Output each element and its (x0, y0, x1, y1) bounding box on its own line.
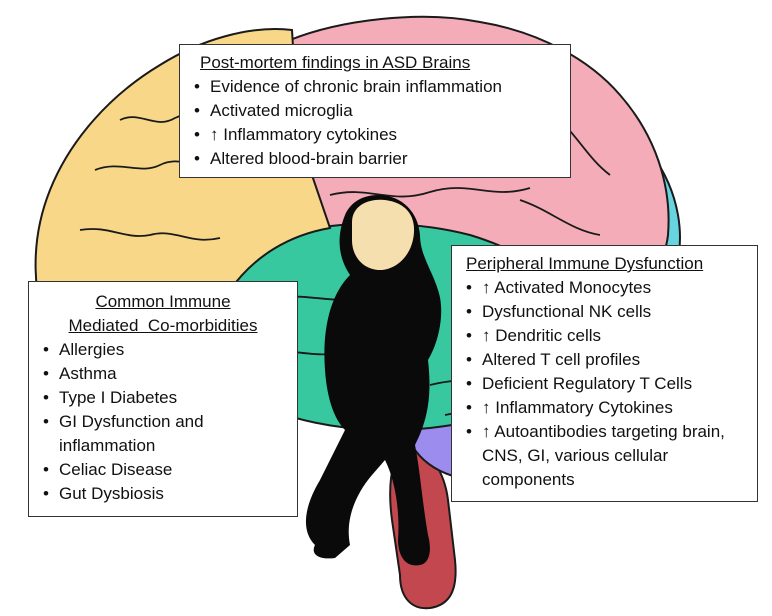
list-item: ↑ Dendritic cells (460, 324, 749, 348)
post-mortem-findings-list: Evidence of chronic brain inflammation A… (188, 75, 562, 171)
list-item: Type I Diabetes (37, 386, 289, 410)
list-item: ↑ Inflammatory Cytokines (460, 396, 749, 420)
comorbidities-title-line2: Mediated Co-morbidities (68, 316, 258, 335)
list-item: Altered blood-brain barrier (188, 147, 562, 171)
child-silhouette (305, 195, 442, 566)
list-item: Celiac Disease (37, 458, 289, 482)
peripheral-immune-title: Peripheral Immune Dysfunction (466, 254, 704, 273)
list-item: Deficient Regulatory T Cells (460, 372, 749, 396)
comorbidities-list: Allergies Asthma Type I Diabetes GI Dysf… (37, 338, 289, 506)
list-item: Asthma (37, 362, 289, 386)
list-item: ↑ Activated Monocytes (460, 276, 749, 300)
post-mortem-findings-box: Post-mortem findings in ASD Brains Evide… (179, 44, 571, 178)
list-item: Altered T cell profiles (460, 348, 749, 372)
list-item: Gut Dysbiosis (37, 482, 289, 506)
list-item: ↑ Autoantibodies targeting brain, CNS, G… (460, 420, 749, 492)
child-face (352, 199, 415, 271)
list-item: Activated microglia (188, 99, 562, 123)
comorbidities-title-line1: Common Immune (95, 292, 231, 311)
list-item: Dysfunctional NK cells (460, 300, 749, 324)
comorbidities-box: Common Immune Mediated Co-morbidities Al… (28, 281, 298, 517)
list-item: Allergies (37, 338, 289, 362)
peripheral-immune-box: Peripheral Immune Dysfunction ↑ Activate… (451, 245, 758, 502)
post-mortem-findings-title: Post-mortem findings in ASD Brains (200, 53, 471, 72)
list-item: ↑ Inflammatory cytokines (188, 123, 562, 147)
list-item: GI Dysfunction and inflammation (37, 410, 289, 458)
list-item: Evidence of chronic brain inflammation (188, 75, 562, 99)
peripheral-immune-list: ↑ Activated Monocytes Dysfunctional NK c… (460, 276, 749, 492)
